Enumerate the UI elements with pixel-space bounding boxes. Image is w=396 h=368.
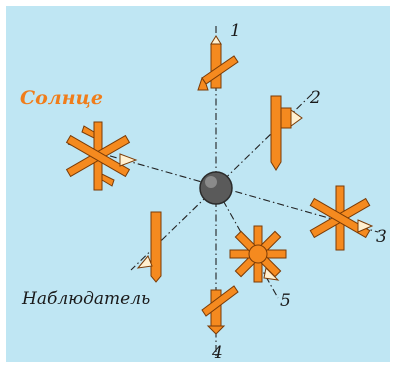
ice-crystal-icon <box>136 211 162 283</box>
ice-crystal-icon <box>309 185 374 251</box>
observer-ball-icon <box>199 171 233 205</box>
sun-label: Солнце <box>20 87 103 109</box>
direction-label-3: 3 <box>376 227 387 247</box>
direction-label-2: 2 <box>309 88 321 108</box>
direction-label-1: 1 <box>230 21 241 41</box>
direction-label-5: 5 <box>280 291 291 311</box>
direction-label-4: 4 <box>211 343 223 362</box>
ice-crystal-icon <box>65 121 138 191</box>
ice-crystal-icon <box>270 95 303 171</box>
diagram-canvas: Солнце Наблюдатель 1 2 3 4 5 <box>20 21 387 362</box>
ice-crystal-icon <box>229 225 287 283</box>
ice-crystal-icon <box>197 35 239 91</box>
ice-crystal-icon <box>201 285 239 335</box>
halo-crystal-orientation-diagram: Солнце Наблюдатель 1 2 3 4 5 <box>6 6 390 362</box>
observer-label: Наблюдатель <box>21 289 150 309</box>
